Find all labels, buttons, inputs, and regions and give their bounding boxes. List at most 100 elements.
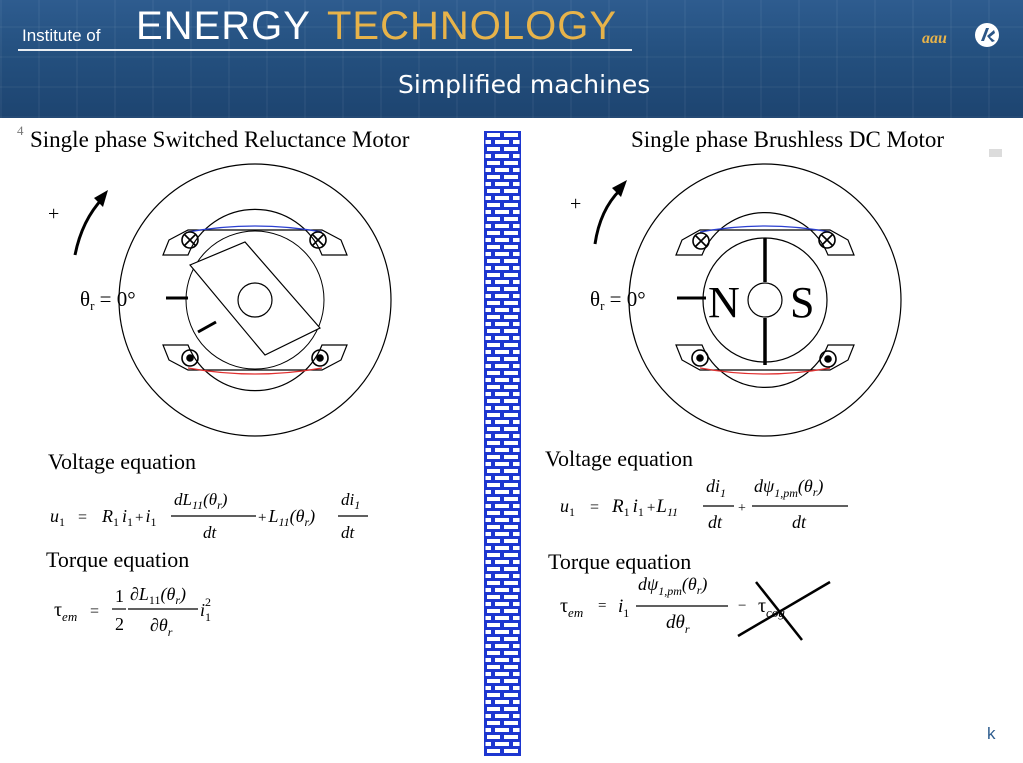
eq-denominator: dt xyxy=(341,523,356,542)
eq-sub: em xyxy=(62,609,77,624)
bldc-stator-pole-bottom xyxy=(675,344,855,389)
bldc-theta-text: θr = 0° xyxy=(590,287,646,313)
eq-plus: + xyxy=(135,510,143,526)
bldc-dot-icon xyxy=(691,349,837,368)
bldc-theta-value: = 0° xyxy=(604,287,645,311)
bldc-theta-symbol: θ xyxy=(590,287,600,311)
eq-plus: + xyxy=(647,500,655,516)
eq-sup: 2 xyxy=(205,595,211,609)
eq-sub: r xyxy=(813,485,818,499)
eq-denominator: dt xyxy=(708,512,723,532)
eq-symbol: τ xyxy=(54,599,62,621)
eq-denominator: ∂θ xyxy=(150,615,168,635)
eq-denominator: dθ xyxy=(666,612,685,633)
eq-sub: 1,pm xyxy=(658,584,682,598)
aau-logo-icon xyxy=(975,23,999,47)
eq-sub: 1 xyxy=(638,505,644,519)
slide-number: 4 xyxy=(17,123,24,138)
eq-sub: r xyxy=(175,593,180,607)
eq-sub: 1 xyxy=(113,515,119,529)
srm-theta-text: θr = 0° xyxy=(80,287,136,313)
eq-sub: r xyxy=(697,583,702,597)
eq-plus: + xyxy=(258,510,266,526)
eq-sub: 11 xyxy=(149,593,161,607)
energy-label: ENERGY xyxy=(136,4,311,48)
eq-denominator: dt xyxy=(203,523,218,542)
eq-symbol: i xyxy=(633,496,638,517)
srm-rotor-mark xyxy=(197,320,217,334)
eq-arg: (θ xyxy=(798,476,813,497)
srm-stator-pole-top xyxy=(162,208,348,256)
eq-sub: 1 xyxy=(569,505,575,519)
srm-theta-sub: r xyxy=(90,298,95,313)
srm-title: Single phase Switched Reluctance Motor xyxy=(30,127,410,152)
aau-label: aau xyxy=(922,30,947,47)
bldc-coil-top xyxy=(699,225,831,233)
eq-symbol: τ xyxy=(758,595,766,617)
eq-close: ) xyxy=(221,490,228,509)
bldc-cross-icon xyxy=(692,231,836,250)
eq-arg: (θ xyxy=(160,584,175,605)
svg-text:i12: i12 xyxy=(200,595,211,624)
banner-background xyxy=(0,0,1023,118)
eq-sub: 1 xyxy=(205,610,211,624)
svg-text:∂θr: ∂θr xyxy=(150,615,173,639)
eq-numerator: di xyxy=(341,490,355,509)
srm-dot-icon xyxy=(181,349,329,367)
eq-sub: 1 xyxy=(720,486,726,500)
eq-equals: = xyxy=(78,509,87,526)
institute-label: Institute of xyxy=(22,26,101,45)
eq-equals: = xyxy=(598,598,606,614)
eq-close: ) xyxy=(308,506,315,527)
eq-sub: r xyxy=(217,498,222,512)
eq-symbol: L xyxy=(267,506,278,526)
eq-sub: 1 xyxy=(127,515,133,529)
eq-arg: (θ xyxy=(290,506,305,527)
eq-sub: 11 xyxy=(192,498,203,512)
eq-numerator: di xyxy=(706,476,720,496)
svg-text:dθr: dθr xyxy=(666,612,690,636)
header-banner: Institute of ENERGY TECHNOLOGY aau Simpl… xyxy=(0,0,1023,118)
svg-text:dψ1,pm(θr): dψ1,pm(θr) xyxy=(638,574,707,598)
eq-sub: r xyxy=(304,515,309,529)
svg-text:τem: τem xyxy=(54,599,77,624)
svg-text:∂L11(θr): ∂L11(θr) xyxy=(130,584,186,607)
bldc-voltage-heading: Voltage equation xyxy=(545,446,694,471)
north-pole-label: N xyxy=(708,278,740,327)
svg-text:dψ1,pm(θr): dψ1,pm(θr) xyxy=(754,476,823,500)
eq-sub: 1,pm xyxy=(774,486,798,500)
eq-symbol: R xyxy=(611,496,624,517)
eq-symbol: τ xyxy=(560,595,568,617)
eq-symbol: i xyxy=(122,506,127,526)
eq-sub: 1 xyxy=(59,515,65,529)
eq-sub: em xyxy=(568,605,583,620)
rotation-arrow-icon xyxy=(593,180,627,245)
page-letter: k xyxy=(987,724,996,743)
eq-sub: 1 xyxy=(354,498,360,512)
eq-denominator: 2 xyxy=(115,614,124,634)
eq-symbol: R xyxy=(101,506,113,526)
bldc-stator-pole-top xyxy=(675,211,855,256)
bldc-theta-sub: r xyxy=(600,298,605,313)
eq-sub: 11 xyxy=(667,505,678,519)
svg-text:u1: u1 xyxy=(50,506,65,529)
eq-numerator: dψ xyxy=(754,476,775,496)
srm-theta-symbol: θ xyxy=(80,287,90,311)
eq-numerator: dL xyxy=(174,490,192,509)
eq-arg: (θ xyxy=(203,490,217,509)
eq-equals: = xyxy=(590,499,599,516)
srm-plus-sign: + xyxy=(48,203,59,225)
svg-text:di1: di1 xyxy=(706,476,726,500)
eq-close: ) xyxy=(179,584,186,605)
srm-shaft xyxy=(237,282,273,318)
srm-coil-top xyxy=(187,225,323,233)
slide-title: Simplified machines xyxy=(398,70,651,99)
srm-voltage-heading: Voltage equation xyxy=(48,449,197,474)
eq-sub: 11 xyxy=(278,515,289,529)
technology-label: TECHNOLOGY xyxy=(327,4,618,48)
srm-stator-pole-bottom xyxy=(162,344,348,392)
eq-symbol: u xyxy=(50,506,59,526)
